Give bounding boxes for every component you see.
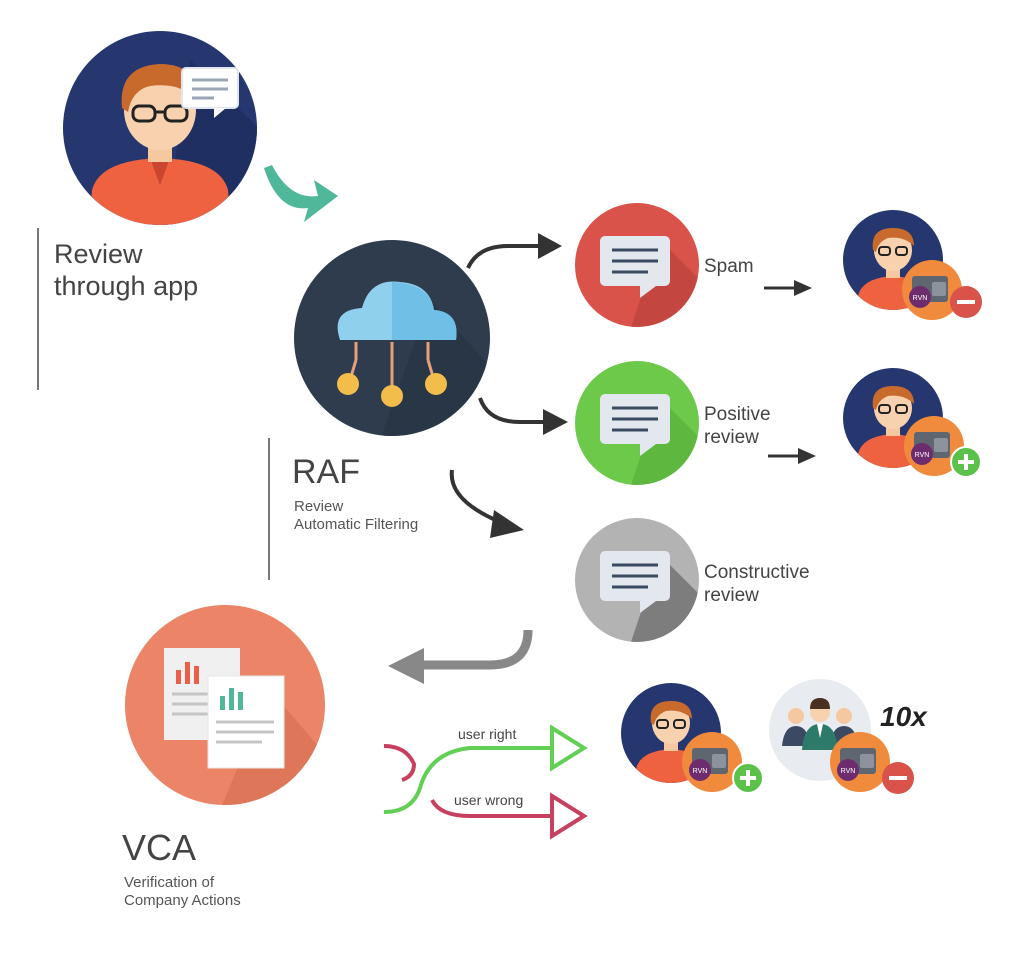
- positive-result-avatar: [843, 368, 982, 478]
- user-right-label: user right: [458, 726, 517, 742]
- teal-curved-arrow: [264, 165, 338, 222]
- review-divider: [37, 228, 39, 390]
- user-wrong-branch: [383, 744, 588, 840]
- token-label: RVN: [693, 768, 708, 775]
- vca-acronym: VCA: [122, 827, 197, 868]
- raf-desc-line2: Automatic Filtering: [294, 516, 419, 533]
- multiplier-label: 10x: [880, 701, 927, 732]
- arrow-positive-result: [768, 448, 816, 464]
- constructive-label-line2: review: [704, 584, 759, 606]
- review-title: Review through app: [54, 238, 198, 303]
- token-label: RVN: [913, 295, 928, 302]
- arrow-to-spam: [466, 233, 562, 269]
- positive-label-line1: Positive: [704, 404, 771, 425]
- raf-desc-line1: Review: [294, 498, 344, 515]
- spam-result-avatar: [843, 210, 982, 320]
- spam-label: Spam: [704, 256, 754, 277]
- arrow-spam-result: [764, 280, 812, 296]
- raf-divider: [268, 438, 270, 580]
- reviewer-avatar: [63, 31, 257, 225]
- arrow-to-positive: [478, 397, 568, 435]
- user-right-branch: [383, 724, 588, 814]
- return-arrow: [388, 629, 533, 684]
- user-wrong-label: user wrong: [454, 792, 524, 808]
- constructive-label-line1: Constructive: [704, 562, 810, 583]
- spam-node: [575, 203, 699, 327]
- raf-description: Review Automatic Filtering: [294, 498, 418, 534]
- positive-node: [575, 361, 699, 485]
- raf-cloud-node: [294, 240, 490, 436]
- constructive-node: [575, 518, 699, 642]
- arrow-to-constructive: [449, 469, 524, 538]
- user-right-avatar: [621, 683, 764, 794]
- token-label: RVN: [915, 452, 930, 459]
- positive-label: Positive review: [704, 404, 771, 450]
- vca-node: [125, 605, 325, 805]
- token-label: RVN: [841, 768, 856, 775]
- positive-label-line2: review: [704, 426, 759, 448]
- raf-acronym: RAF: [292, 453, 360, 491]
- review-title-line1: Review: [54, 239, 143, 269]
- company-group-avatar: [769, 679, 914, 794]
- vca-desc-line1: Verification of: [124, 874, 215, 891]
- constructive-label: Constructive review: [704, 562, 810, 608]
- vca-description: Verification of Company Actions: [124, 874, 241, 910]
- vca-desc-line2: Company Actions: [124, 892, 241, 909]
- review-title-line2: through app: [54, 271, 199, 302]
